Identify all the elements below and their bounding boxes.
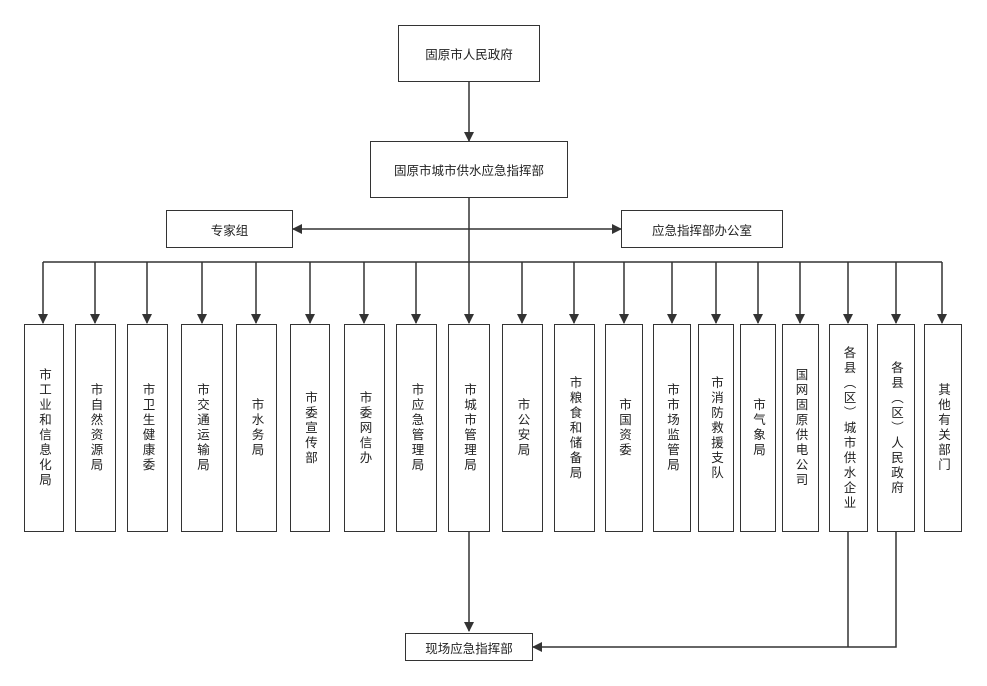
member-label: 市公安局 [515,398,531,458]
member-label: 国网固原供电公司 [793,368,809,488]
member-label: 各县（区）城市供水企业 [841,345,857,511]
member-label: 市工业和信息化局 [37,368,52,488]
member-unit-node: 市粮食和储备局 [554,324,595,532]
member-unit-node: 市消防救援支队 [698,324,734,532]
member-unit-node: 市卫生健康委 [127,324,168,532]
member-label: 市委网信办 [357,390,373,466]
member-label: 市城市管理局 [462,383,477,473]
member-unit-node: 市自然资源局 [75,324,116,532]
member-label: 市消防救援支队 [709,375,724,481]
node-label: 固原市城市供水应急指挥部 [393,163,544,178]
member-unit-node: 市市场监管局 [653,324,691,532]
member-label: 市市场监管局 [665,383,680,473]
member-label: 其他有关部门 [936,383,951,473]
expert-group-node: 专家组 [166,210,293,248]
member-unit-node: 市水务局 [236,324,277,532]
member-unit-node: 市交通运输局 [181,324,223,532]
member-unit-node: 市委宣传部 [290,324,330,532]
member-unit-node: 市公安局 [502,324,543,532]
member-unit-node: 市委网信办 [344,324,385,532]
node-label: 专家组 [210,222,249,238]
member-unit-node: 国网固原供电公司 [782,324,819,532]
member-label: 各县（区）人民政府 [889,360,904,496]
node-label: 现场应急指挥部 [425,640,513,656]
member-unit-node: 各县（区）城市供水企业 [829,324,868,532]
member-unit-node: 各县（区）人民政府 [877,324,915,532]
field-hq-node: 现场应急指挥部 [405,633,533,661]
member-unit-node: 市工业和信息化局 [24,324,64,532]
member-unit-node: 市国资委 [605,324,643,532]
member-unit-node: 市城市管理局 [448,324,490,532]
node-label: 固原市人民政府 [425,47,513,62]
member-unit-node: 其他有关部门 [924,324,962,532]
member-label: 市交通运输局 [195,383,210,473]
member-unit-node: 市气象局 [740,324,776,532]
member-label: 市卫生健康委 [140,383,156,473]
member-label: 市自然资源局 [88,383,104,473]
member-label: 市国资委 [617,398,632,458]
municipal-government-node: 固原市人民政府 [398,25,540,82]
member-label: 市应急管理局 [409,383,425,473]
member-label: 市气象局 [751,398,766,458]
emergency-hq-node: 固原市城市供水应急指挥部 [370,141,568,198]
member-unit-node: 市应急管理局 [396,324,437,532]
node-label: 应急指挥部办公室 [651,222,752,238]
member-label: 市水务局 [249,398,265,458]
member-label: 市委宣传部 [303,390,318,466]
hq-office-node: 应急指挥部办公室 [621,210,783,248]
county-connector [532,532,897,652]
member-label: 市粮食和储备局 [567,375,583,481]
